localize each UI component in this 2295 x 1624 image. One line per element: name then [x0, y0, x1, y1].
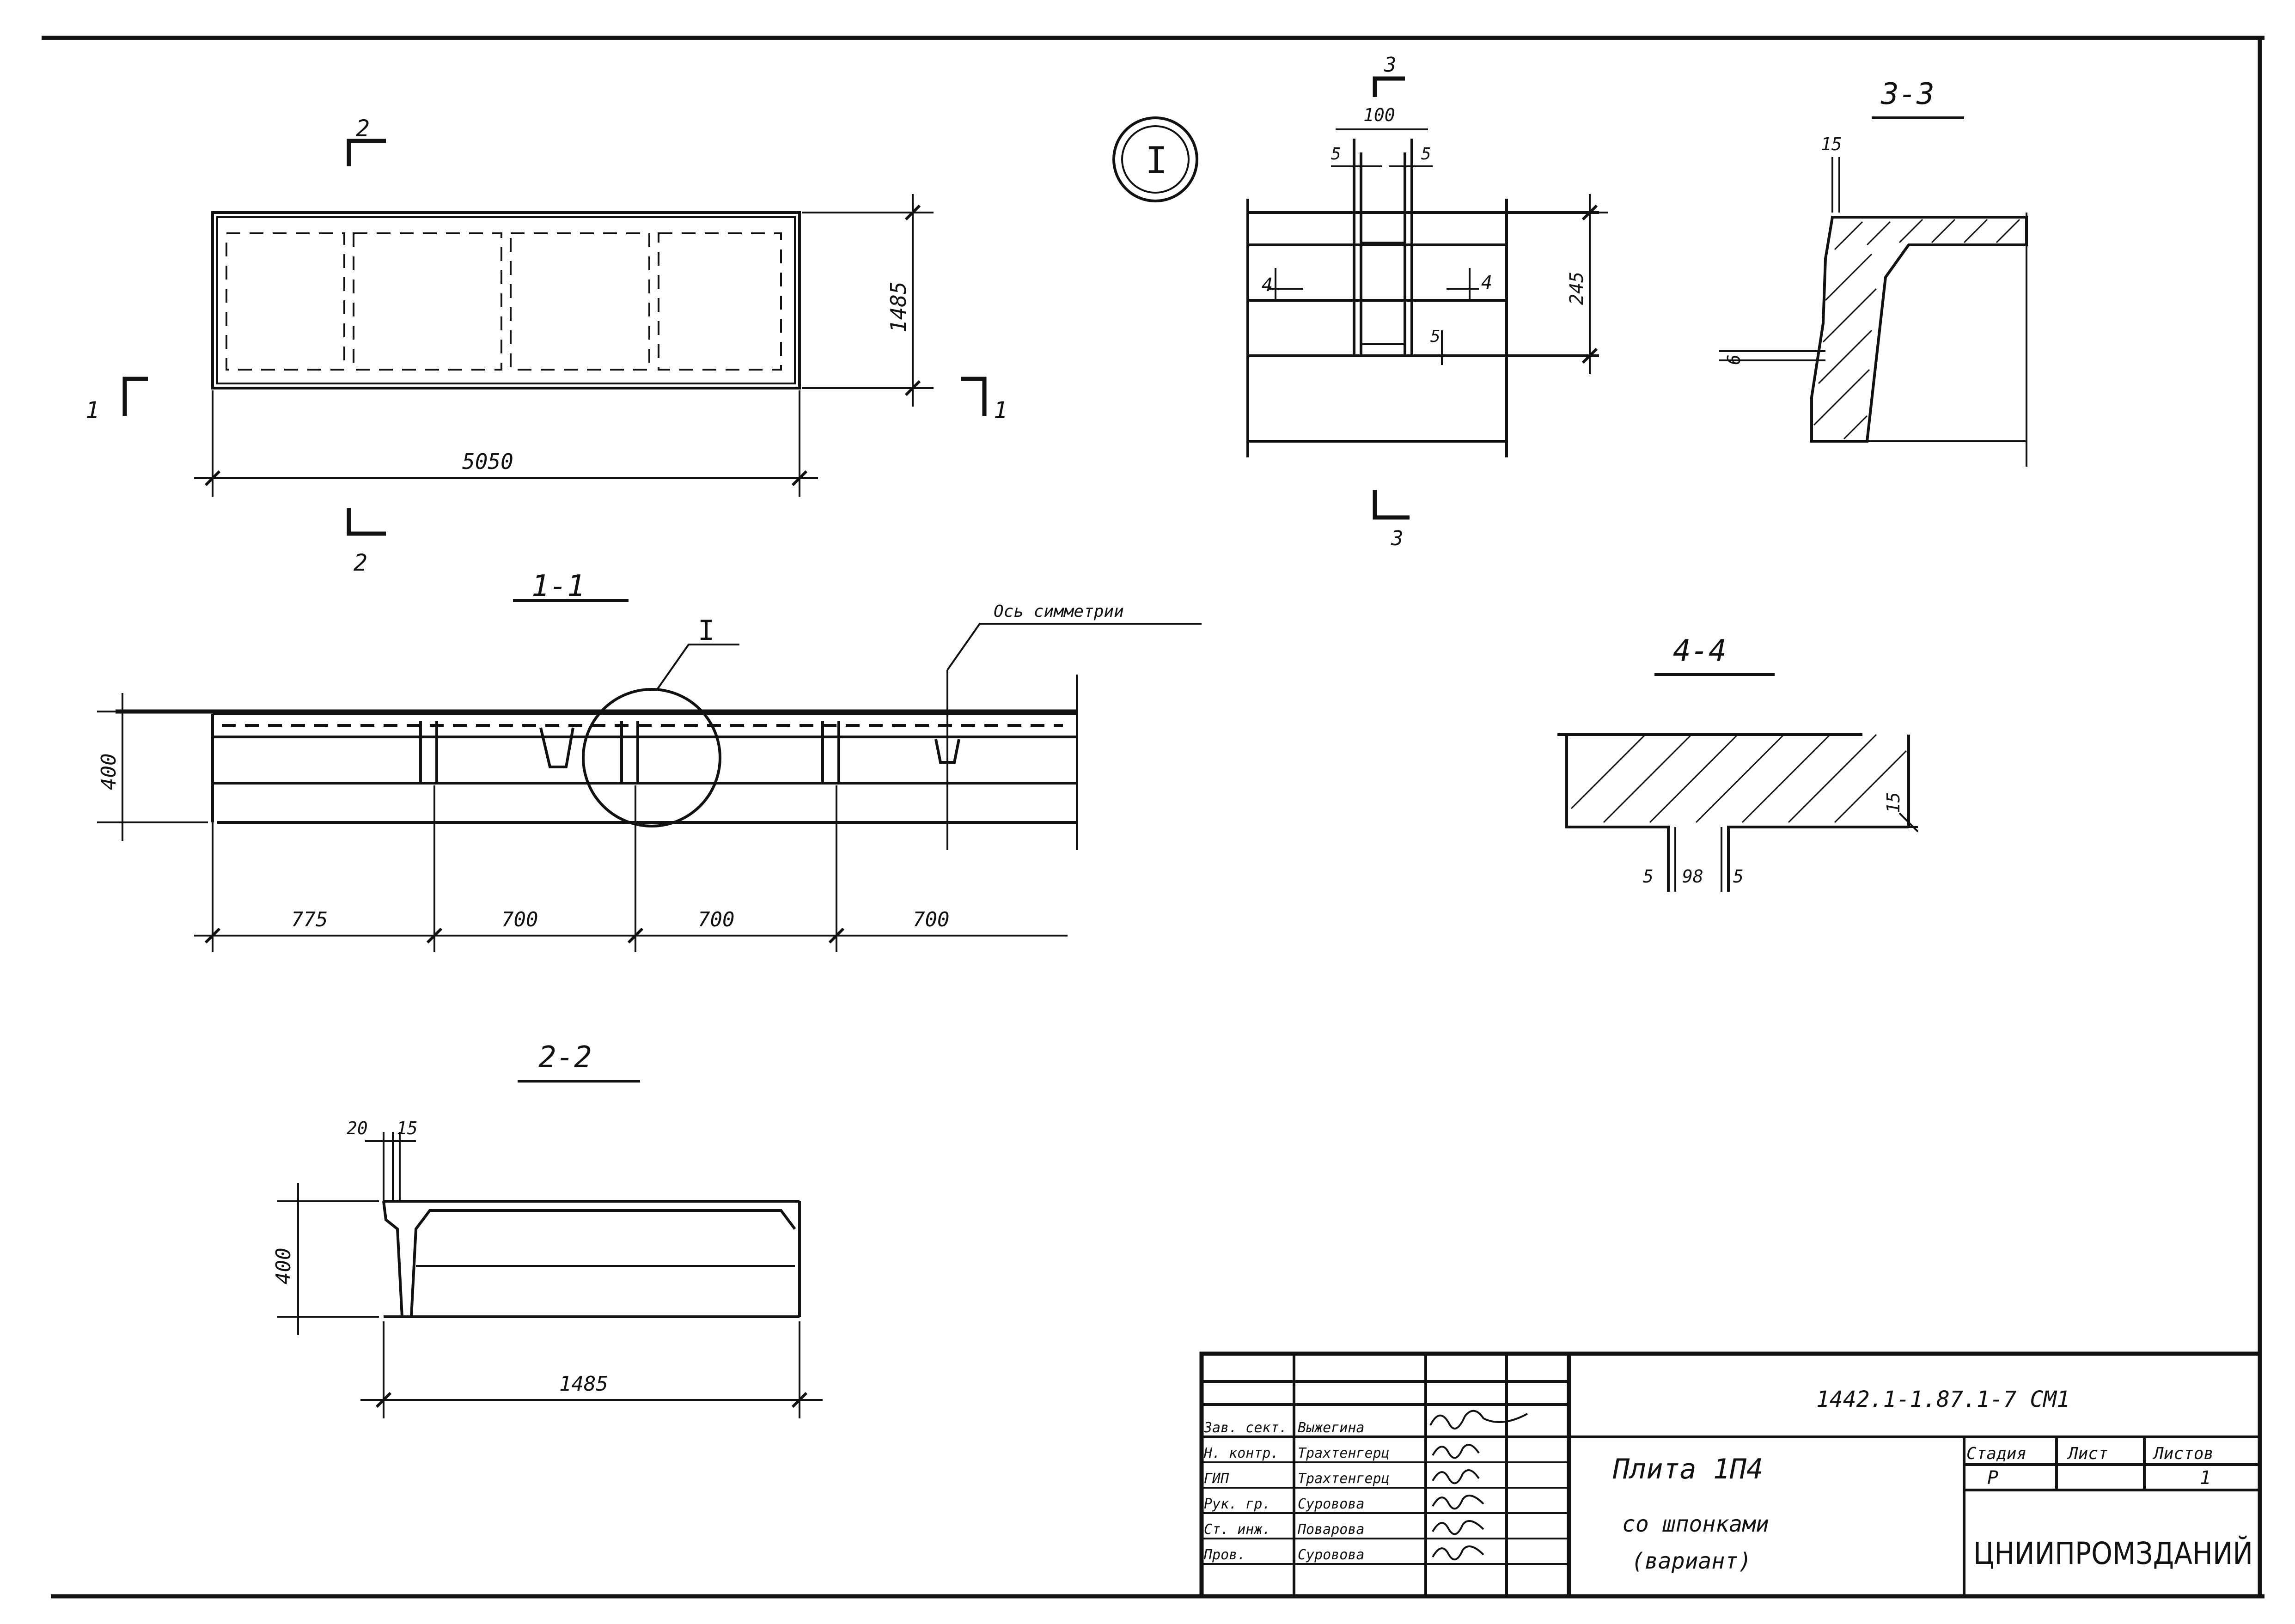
dim-detail-245: 245 [1566, 272, 1587, 305]
staff-role-4: Рук. гр. [1204, 1496, 1271, 1512]
staff-name-5: Поварова [1297, 1521, 1365, 1538]
dim-detail-5-bottom: 5 [1430, 327, 1440, 346]
staff-name-3: Трахтенгерц [1298, 1471, 1390, 1487]
signature-6 [1432, 1545, 1484, 1561]
signature-5 [1432, 1520, 1484, 1535]
section-1-1-title: 1-1 [531, 569, 585, 603]
staff-name-2: Трахтенгерц [1298, 1445, 1390, 1461]
dim-2-2-20: 20 [347, 1118, 368, 1138]
axis-note: Ось симметрии [994, 602, 1124, 621]
doc-code: 1442.1-1.87.1-7 СМ1 [1816, 1387, 2070, 1412]
staff-role-5: Ст. инж. [1204, 1521, 1271, 1538]
dim-detail-5-left: 5 [1331, 145, 1341, 164]
dim-plan-length: 5050 [462, 449, 513, 474]
dim-4-4-98: 98 [1682, 866, 1703, 887]
dim-4-4-15: 15 [1883, 792, 1904, 813]
dim-detail-5-right: 5 [1421, 145, 1431, 164]
stage-value: Р [1987, 1467, 1998, 1489]
section-4-4-title: 4-4 [1673, 634, 1727, 668]
detail-marker: I [1112, 116, 1198, 202]
dim-width-2-2: 1485 [559, 1372, 608, 1396]
dim-detail-4-right: 4 [1481, 272, 1492, 293]
staff-role-3: ГИП [1204, 1471, 1229, 1487]
dim-height-2-2: 400 [272, 1248, 295, 1284]
cut-mark-1-left: 1 [85, 397, 99, 424]
title-line-2: со шпонками [1622, 1511, 1769, 1537]
title-block: Зав. сект. Выжегина Н. контр. Трахтенгер… [1199, 1351, 2262, 1599]
staff-role-6: Пров. [1203, 1547, 1245, 1563]
staff-role-1: Зав. сект. [1203, 1420, 1288, 1436]
title-line-3: (вариант) [1631, 1548, 1752, 1574]
dim-seg-700-a: 700 [501, 908, 538, 931]
signature-2 [1432, 1444, 1480, 1459]
sheets-label: Листов [2152, 1444, 2214, 1463]
section-1-1: 1-1 I Ось симметрии 400 [97, 569, 1202, 952]
section-4-4: 4-4 15 5 98 5 [1557, 634, 1919, 892]
detail-ref-1-1: I [698, 614, 714, 647]
dim-2-2-15: 15 [397, 1118, 418, 1138]
dim-detail-4-left: 4 [1262, 274, 1273, 296]
dim-4-4-5-left: 5 [1643, 866, 1654, 887]
staff-role-2: Н. контр. [1203, 1445, 1279, 1461]
dim-height-1-1: 400 [97, 754, 121, 790]
signature-4 [1432, 1495, 1484, 1510]
dim-plan-width: 1485 [886, 281, 911, 333]
staff-name-6: Суровова [1298, 1547, 1365, 1563]
dim-4-4-5-right: 5 [1733, 866, 1744, 887]
section-3-3: 3-3 15 6 [1719, 77, 2028, 467]
section-2-2: 2-2 20 15 400 1485 [272, 1040, 823, 1418]
sheets-value: 1 [2200, 1467, 2211, 1489]
signature-1 [1429, 1410, 1528, 1429]
cut-mark-1-right: 1 [994, 397, 1007, 424]
detail-marker-label: I [1145, 139, 1167, 182]
title-line-1: Плита 1П4 [1612, 1453, 1763, 1485]
cut-mark-2-bottom: 2 [354, 549, 367, 576]
sheet-label: Лист [2067, 1444, 2108, 1463]
dim-3-3-15: 15 [1821, 134, 1842, 154]
cut-mark-3-top: 3 [1384, 53, 1397, 77]
dim-seg-700-b: 700 [698, 908, 734, 931]
organization: ЦНИИПРОМЗДАНИЙ [1973, 1535, 2253, 1571]
detail-i-view: 100 5 5 4 4 5 245 3 3 [1246, 53, 1608, 550]
dim-seg-775: 775 [291, 908, 328, 931]
stage-label: Стадия [1966, 1444, 2026, 1463]
dim-seg-700-c: 700 [913, 908, 949, 931]
section-2-2-title: 2-2 [538, 1040, 592, 1075]
cut-mark-3-bottom: 3 [1391, 527, 1404, 550]
signature-3 [1432, 1469, 1480, 1484]
dim-detail-100: 100 [1363, 105, 1395, 125]
dim-3-3-6: 6 [1724, 354, 1744, 365]
staff-name-1: Выжегина [1298, 1420, 1365, 1436]
section-3-3-title: 3-3 [1880, 77, 1935, 111]
cut-mark-2-top: 2 [356, 115, 370, 142]
plan-view: 5050 1485 2 2 1 1 [85, 115, 1007, 576]
staff-name-4: Суровова [1298, 1496, 1365, 1512]
